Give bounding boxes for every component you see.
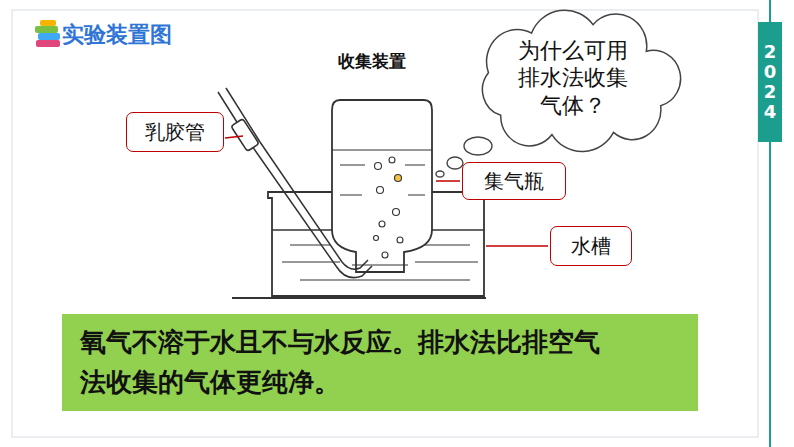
book-icon — [35, 20, 60, 47]
node-text: 水槽 — [571, 233, 611, 259]
rubber-tube — [231, 119, 259, 152]
node-text: 氧气不溶于水且不与水反应。排水法比排空气 法收集的气体更纯净。 — [80, 322, 616, 403]
year-strip: 2024 — [758, 22, 782, 142]
answer-banner: 氧气不溶于水且不与水反应。排水法比排空气 法收集的气体更纯净。 — [62, 314, 698, 411]
gas-bottle — [332, 100, 432, 272]
callout-box: 乳胶管 — [126, 112, 224, 152]
slide-frame — [12, 10, 758, 437]
year-text: 2024 — [761, 42, 779, 121]
node-text: 为什么可用 排水法收集 气体？ — [512, 37, 634, 120]
delivery-tube — [218, 88, 372, 278]
leader-lines — [225, 136, 548, 246]
node-text: 乳胶管 — [145, 119, 205, 145]
node-text: 集气瓶 — [484, 168, 544, 194]
slide-title: 实验装置图 — [62, 20, 172, 50]
gas-bubbles — [374, 157, 404, 258]
callout-box: 集气瓶 — [462, 162, 566, 200]
thought-cloud: 为什么可用 排水法收集 气体？ — [470, 14, 675, 142]
section-label: 收集装置 — [338, 50, 406, 73]
callout-box: 水槽 — [550, 226, 632, 266]
